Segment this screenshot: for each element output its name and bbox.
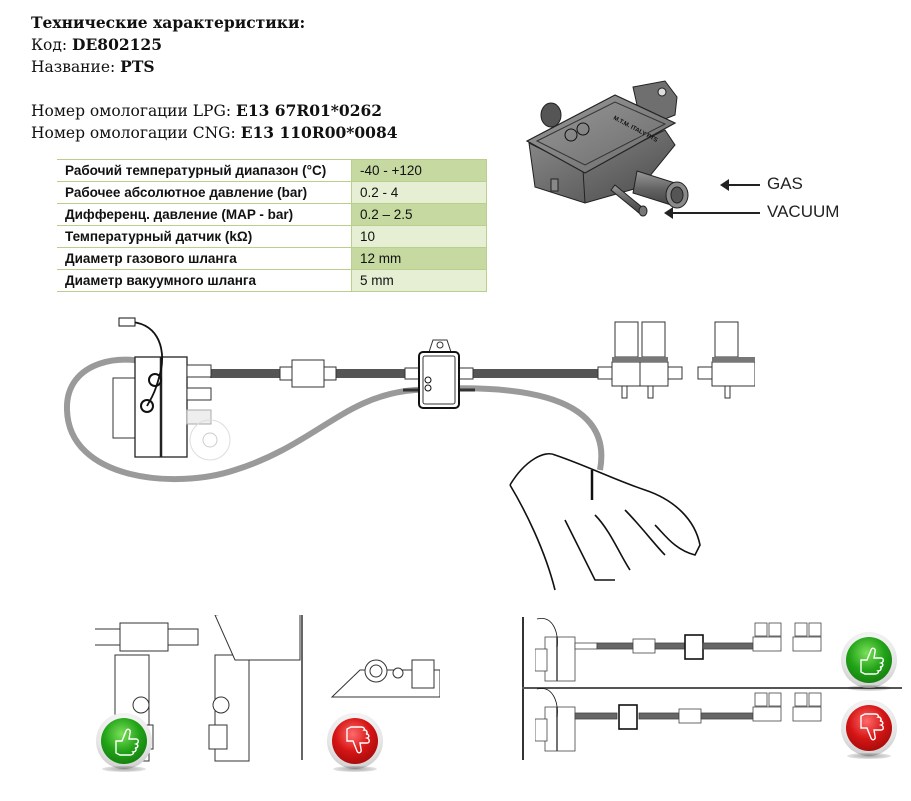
reducer [112,317,231,461]
table-row: Температурный датчик (kΩ)10 [57,225,487,248]
correct-placement-badge [841,632,897,691]
panel-divider [522,617,524,760]
specs-header: Технические характеристики: Код: DE80212… [31,12,398,144]
vacuum-hose [63,356,605,483]
param-value: -40 - +120 [351,159,487,182]
thumbs-down-icon [860,713,884,741]
thumbs-up-icon [115,728,139,756]
mounting-orientation-incorrect [330,659,440,698]
placement-example-correct [535,618,822,682]
param-label: Дифференц. давление (MAP - bar) [57,203,352,226]
param-value: 12 mm [351,247,487,270]
param-label: Рабочий температурный диапазон (°C) [57,159,352,182]
incorrect-badge [327,713,383,772]
param-label: Диаметр газового шланга [57,247,352,270]
installation-diagram [63,317,755,591]
param-value: 5 mm [351,269,487,292]
gas-arrow-icon [720,179,760,191]
table-row: Рабочее абсолютное давление (bar)0.2 - 4 [57,181,487,204]
injector-rail [597,321,683,399]
vacuum-callout: VACUUM [767,202,840,221]
param-label: Рабочее абсолютное давление (bar) [57,181,352,204]
placement-example-incorrect [535,688,822,752]
param-value: 0.2 - 4 [351,181,487,204]
product-name: Название: PTS [31,57,155,76]
gas-callout: GAS [767,174,803,193]
pts-sensor [403,339,475,409]
gas-hose [335,369,405,378]
intake-manifold [509,453,701,591]
cng-homologation: Номер омологации CNG: E13 110R00*0084 [31,123,398,142]
injector-rail [697,321,755,399]
gas-hose [210,369,280,378]
incorrect-placement-badge [841,700,897,759]
thumbs-up-icon [860,647,884,675]
vacuum-arrow-icon [664,207,760,219]
param-label: Диаметр вакуумного шланга [57,269,352,292]
param-value: 10 [351,225,487,248]
product-code: Код: DE802125 [31,35,162,54]
row-divider [522,687,902,689]
param-label: Температурный датчик (kΩ) [57,225,352,248]
pts-sensor-image: M.T.M. ITALY PTS [525,80,689,217]
specs-heading: Технические характеристики: [31,13,306,32]
table-row: Дифференц. давление (MAP - bar)0.2 – 2.5 [57,203,487,226]
gas-filter [279,359,337,388]
table-row: Рабочий температурный диапазон (°C)-40 -… [57,159,487,182]
param-value: 0.2 – 2.5 [351,203,487,226]
thumbs-down-icon [346,726,370,754]
parameters-table: Рабочий температурный диапазон (°C)-40 -… [57,159,487,292]
correct-badge [96,713,152,772]
lpg-homologation: Номер омологации LPG: E13 67R01*0262 [31,101,383,120]
gas-hose [473,369,598,378]
